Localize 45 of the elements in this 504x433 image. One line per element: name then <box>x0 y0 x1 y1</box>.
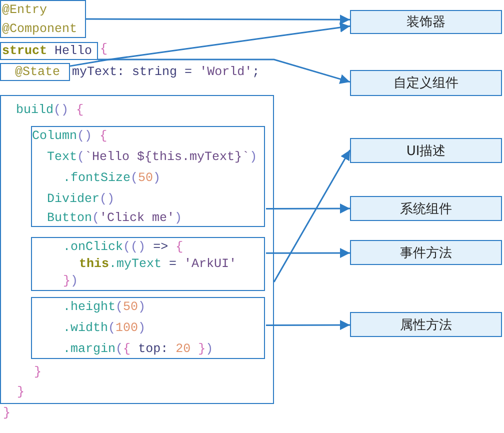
code-line: @State <box>15 64 60 81</box>
concept-label: UI描述 <box>406 142 446 160</box>
code-line: @Entry @Component <box>2 2 78 38</box>
code-line: myText: string = 'World'; <box>72 64 260 81</box>
concept-label: 事件方法 <box>400 244 452 262</box>
code-line: Divider() <box>47 191 115 208</box>
code-line: Button('Click me') <box>47 210 182 227</box>
code-line: Text(`Hello ${this.myText}`) <box>47 149 258 166</box>
concept-box <box>350 196 502 221</box>
arrow <box>266 204 350 214</box>
arrow <box>266 248 350 258</box>
concept-box <box>350 312 502 337</box>
concept-label: 自定义组件 <box>394 75 458 92</box>
code-line: this.myText = 'ArkUI' <box>79 256 237 273</box>
code-line: Column() { <box>32 128 108 145</box>
code-line: .fontSize(50) <box>63 170 161 187</box>
concept-box <box>350 70 502 96</box>
code-line: { <box>100 41 108 58</box>
code-highlight-box <box>0 95 274 404</box>
code-highlight-box <box>31 126 265 227</box>
concept-box <box>350 240 502 265</box>
arrow <box>273 150 351 282</box>
arrow <box>86 14 350 25</box>
code-highlight-box <box>0 63 70 81</box>
code-highlight-box <box>0 0 86 38</box>
code-highlight-box <box>31 237 265 291</box>
code-line: .onClick(() => { <box>63 239 184 256</box>
code-highlight-box <box>31 297 265 359</box>
arrow <box>98 58 350 84</box>
arrow <box>266 320 350 330</box>
concept-label: 装饰器 <box>406 14 446 31</box>
concept-label: 系统组件 <box>400 200 452 218</box>
code-line: } <box>34 364 42 381</box>
code-line: .width(100) <box>63 320 146 337</box>
code-line: .height(50) <box>63 299 146 316</box>
code-line: }) <box>63 273 78 290</box>
code-line: build() { <box>16 102 84 119</box>
code-line: } <box>17 384 25 401</box>
code-line: struct Hello <box>2 43 92 60</box>
concept-box <box>350 138 502 163</box>
concept-box <box>350 10 502 34</box>
concept-label: 属性方法 <box>400 316 452 334</box>
arrow <box>70 22 350 67</box>
code-line: } <box>3 405 11 422</box>
code-line: .margin({ top: 20 }) <box>63 341 214 358</box>
